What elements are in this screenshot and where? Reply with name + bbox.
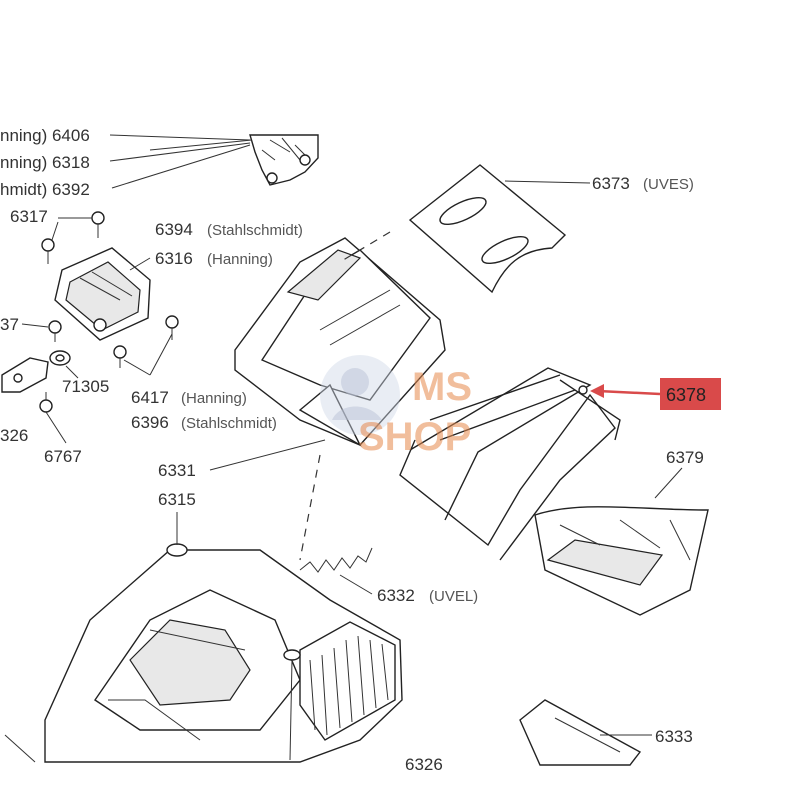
bracket-6316 (54, 247, 151, 341)
label-326: 326 (0, 426, 28, 445)
cover-6373 (408, 164, 567, 294)
label-6318: nning) 6318 (0, 153, 90, 172)
label-6417-number: 6417 (131, 388, 169, 407)
label-6332-number: 6332 (377, 586, 415, 605)
label-6333: 6333 (655, 727, 693, 746)
label-6317: 6317 (10, 207, 48, 226)
grass-bag-6379 (534, 506, 709, 616)
highlight-label: 6378 (666, 385, 706, 405)
label-6417-note: (Hanning) (181, 390, 247, 407)
screw-6417-b (113, 345, 127, 368)
label-6396-note: (Stahlschmidt) (181, 415, 277, 432)
label-6379: 6379 (666, 448, 704, 467)
label-6396-number: 6396 (131, 413, 169, 432)
label-6394-number: 6394 (155, 220, 193, 239)
highlighted-part-callout: 6378 (590, 378, 721, 410)
callout-arrow-head (590, 384, 604, 398)
washer-71305 (49, 350, 71, 366)
engine-part-fragment (249, 134, 319, 186)
label-6316-note: (Hanning) (207, 251, 273, 268)
label-6406: nning) 6406 (0, 126, 90, 145)
callout-arrow-line (597, 389, 661, 396)
deck-housing-6315 (44, 543, 403, 763)
label-6373-number: 6373 (592, 174, 630, 193)
label-6331: 6331 (158, 461, 196, 480)
screw-6417-a (165, 315, 179, 340)
label-6373-note: (UVES) (643, 176, 694, 193)
label-6767: 6767 (44, 447, 82, 466)
grass-bag-frame-6378 (399, 367, 621, 561)
shop-watermark-logo: MS SHOP (320, 355, 472, 459)
left-small-bracket (1, 357, 49, 393)
spring-6332 (299, 547, 373, 573)
screw-6317-b (41, 238, 55, 264)
highlight-label-box (660, 378, 721, 410)
part-labels: nning) 6406 nning) 6318 hmidt) 6392 6317… (0, 126, 704, 774)
watermark-line-2: SHOP (358, 415, 471, 459)
label-71305: 71305 (62, 377, 109, 396)
watermark-line-1: MS (412, 365, 472, 409)
screw-37 (48, 320, 62, 342)
leader-lines-top-left (109, 134, 253, 189)
part-6333 (519, 699, 642, 766)
label-6326: 6326 (405, 755, 443, 774)
label-6316-number: 6316 (155, 249, 193, 268)
bolt-6767 (39, 392, 53, 413)
label-6392: hmidt) 6392 (0, 180, 90, 199)
label-6315: 6315 (158, 490, 196, 509)
label-6332-note: (UVEL) (429, 588, 478, 605)
label-37: 37 (0, 315, 19, 334)
label-6394-note: (Stahlschmidt) (207, 222, 303, 239)
screw-6317-a (91, 211, 105, 238)
rear-flap-6331 (234, 237, 446, 447)
